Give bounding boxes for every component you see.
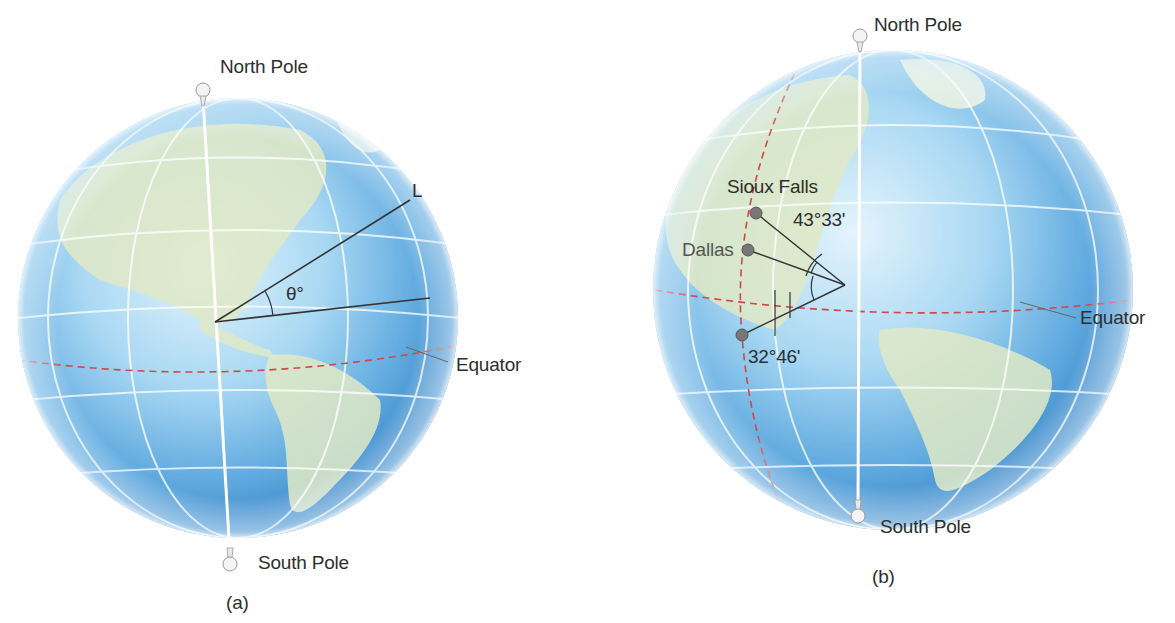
globe-a: [18, 83, 460, 571]
angle-label: 43°33': [793, 209, 845, 231]
angle-label: θ°: [286, 283, 304, 305]
pole-label: South Pole: [258, 552, 349, 574]
pole-pin: [196, 83, 210, 106]
land-a: [18, 98, 460, 538]
globe-b: [653, 29, 1133, 530]
figure-label: (a): [226, 592, 249, 614]
pole-label: South Pole: [880, 516, 971, 538]
leader-line: [406, 347, 448, 362]
grid-lines: [18, 98, 460, 538]
ocean: [18, 98, 458, 538]
city-label: Dallas: [682, 239, 734, 261]
angle-bracket: [774, 290, 775, 336]
angle-arc: [265, 291, 273, 316]
angle-arc: [806, 254, 822, 276]
figure-label: (b): [872, 566, 895, 588]
city-dot: [750, 207, 762, 219]
globe-rim: [18, 98, 458, 538]
pole-pin: [851, 500, 865, 523]
angle-bracket: [789, 292, 790, 318]
pole-label: North Pole: [874, 14, 962, 36]
line-label: L: [412, 180, 422, 202]
ray-line: [215, 298, 430, 322]
axis-line: [203, 98, 230, 556]
equator-label: Equator: [1080, 307, 1145, 329]
city-dot: [736, 329, 748, 341]
pole-pin: [853, 29, 867, 52]
leader-line: [1020, 302, 1076, 318]
pole-label: North Pole: [220, 56, 308, 78]
city-dot: [742, 244, 754, 256]
city-label: Sioux Falls: [727, 176, 818, 198]
axis-line: [858, 48, 860, 506]
equator-label: Equator: [456, 354, 521, 376]
ray-line: [742, 285, 845, 335]
angle-arc: [811, 276, 814, 300]
angle-label: 32°46': [748, 346, 800, 368]
ray-line: [748, 250, 845, 285]
ocean: [653, 50, 1133, 530]
globe-rim: [653, 50, 1133, 530]
pole-pin: [223, 548, 237, 571]
